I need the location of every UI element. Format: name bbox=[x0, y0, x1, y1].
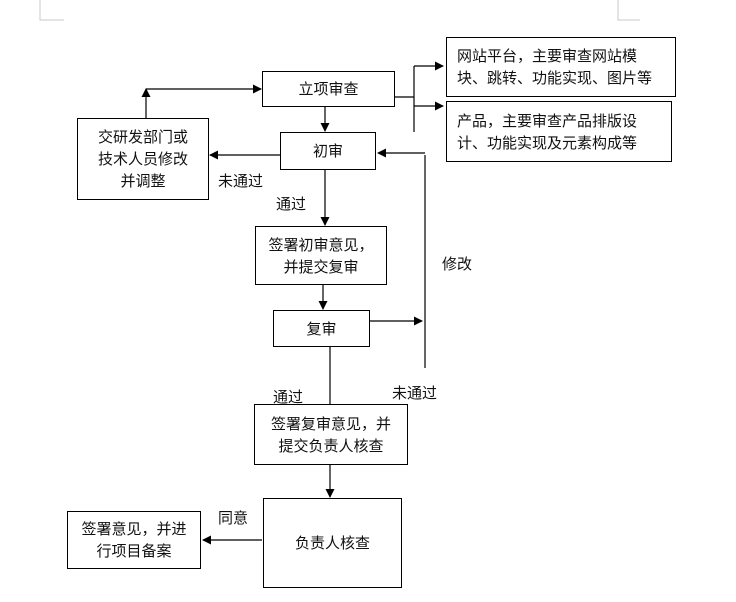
node-leader-check: 负责人核查 bbox=[263, 498, 402, 588]
node-product-note: 产品，主要审查产品排版设 计、功能实现及元素构成等 bbox=[446, 101, 672, 162]
label-passed-second: 通过 bbox=[273, 388, 304, 406]
node-website-note: 网站平台，主要审查网站模 块、跳转、功能实现、图片等 bbox=[446, 37, 676, 97]
node-sign-second: 签署复审意见，并 提交负责人核查 bbox=[254, 404, 408, 465]
label-modify: 修改 bbox=[442, 255, 473, 273]
label-not-passed-initial: 未通过 bbox=[218, 172, 264, 190]
node-second-review: 复审 bbox=[273, 310, 370, 347]
node-sign-initial: 签署初审意见， 并提交复审 bbox=[255, 226, 387, 285]
page-corner-mark-left bbox=[39, 0, 640, 21]
node-project-review: 立项审查 bbox=[262, 71, 395, 107]
label-passed-initial: 通过 bbox=[276, 195, 307, 213]
node-dept-modify: 交研发部门或 技术人员修改 并调整 bbox=[77, 118, 209, 200]
node-initial-review: 初审 bbox=[280, 132, 376, 170]
label-not-passed-second: 未通过 bbox=[392, 384, 438, 402]
node-sign-record: 签署意见，并进 行项目备案 bbox=[67, 511, 201, 569]
label-agree: 同意 bbox=[218, 509, 249, 527]
